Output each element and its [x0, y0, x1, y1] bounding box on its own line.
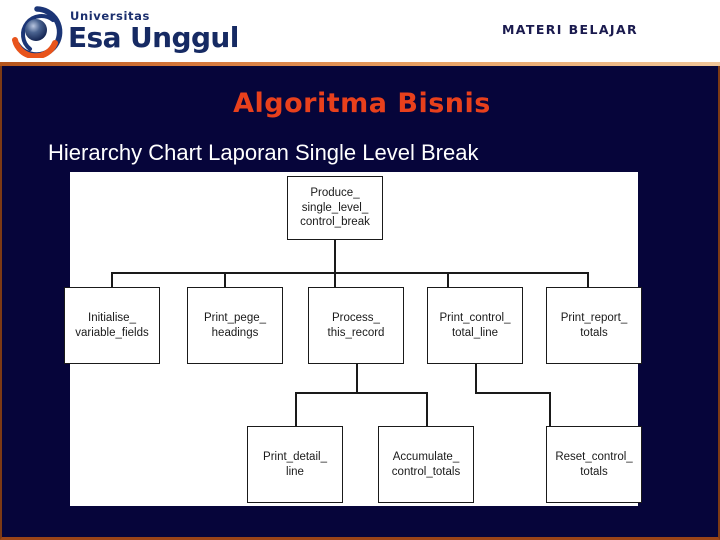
edge-drop-process-this-record [334, 272, 336, 288]
chart-node-reset-control-totals: Reset_control_ totals [546, 426, 642, 503]
header-divider [0, 62, 720, 66]
chart-node-print-pege-headings: Print_pege_ headings [187, 287, 283, 364]
edge-drop-print-report-totals [587, 272, 589, 288]
edge-drop-print-detail-line [295, 392, 297, 427]
edge-drop-print-page-headings [224, 272, 226, 288]
logo-wordmark: Universitas Esa Unggul [68, 8, 248, 56]
chart-node-accumulate-control-totals: Accumulate_ control_totals [378, 426, 474, 503]
edge-drop-accumulate-control-totals [426, 392, 428, 427]
university-logo: Universitas Esa Unggul [6, 4, 251, 60]
chart-node-label: Print_detail_ line [263, 451, 327, 478]
edge-stem-process-this-record [356, 364, 358, 393]
chart-node-print-report-totals: Print_report_ totals [546, 287, 642, 364]
edge-drop-initialise [111, 272, 113, 288]
chart-node-initialise-variable-fields: Initialise_ variable_fields [64, 287, 160, 364]
page-subtitle: Hierarchy Chart Laporan Single Level Bre… [48, 140, 479, 165]
edge-root-stem [334, 240, 336, 273]
edge-stem-print-control-total-line [475, 364, 477, 393]
chart-node-process-this-record: Process_ this_record [308, 287, 404, 364]
slide-body: Algoritma Bisnis Hierarchy Chart Laporan… [0, 66, 720, 540]
esa-unggul-emblem-icon [12, 6, 63, 58]
header-title: MATERI BELAJAR [501, 22, 639, 37]
edge-drop-print-control-total-line [447, 272, 449, 288]
edge-bus-level1 [111, 272, 588, 274]
chart-node-produce-single-level-control-break: Produce_ single_level_ control_break [287, 176, 383, 240]
chart-node-print-detail-line: Print_detail_ line [247, 426, 343, 503]
slide-header: Universitas Esa Unggul MATERI BELAJAR [0, 0, 720, 62]
chart-node-label: Print_pege_ headings [203, 312, 267, 339]
chart-node-label: Accumulate_ control_totals [391, 451, 461, 478]
chart-node-label: Produce_ single_level_ control_break [300, 187, 370, 229]
chart-node-label: Reset_control_ totals [555, 451, 633, 478]
edge-bus-reset-control-totals [475, 392, 550, 394]
edge-drop-reset-control-totals [549, 392, 551, 427]
hierarchy-chart-panel: Produce_ single_level_ control_break Ini… [64, 172, 642, 506]
chart-node-label: Print_control_ total_line [439, 312, 511, 339]
logo-universitas-text: Universitas [70, 9, 150, 23]
logo-esa-unggul-text: Esa Unggul [68, 21, 239, 54]
edge-bus-process-children [295, 392, 427, 394]
chart-node-label: Process_ this_record [327, 312, 385, 339]
chart-node-print-control-total-line: Print_control_ total_line [427, 287, 523, 364]
chart-node-label: Initialise_ variable_fields [75, 312, 149, 339]
chart-node-label: Print_report_ totals [560, 312, 628, 339]
page-title: Algoritma Bisnis [233, 88, 491, 119]
